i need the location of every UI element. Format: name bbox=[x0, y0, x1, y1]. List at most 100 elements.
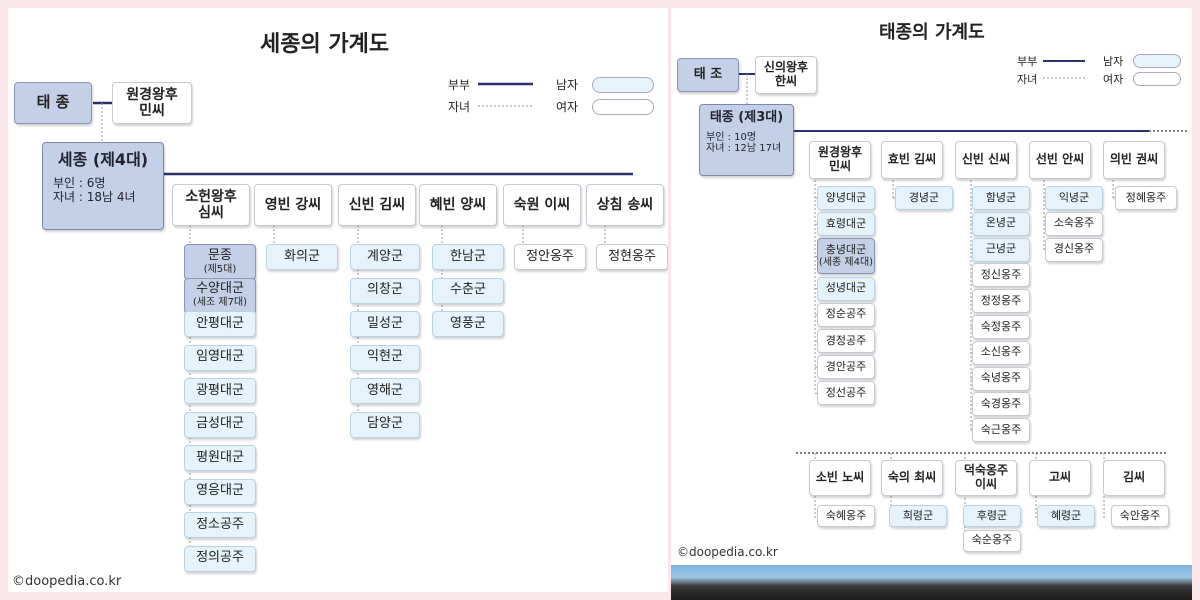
row2-child-0-0: 숙혜옹주 bbox=[817, 505, 875, 527]
wife-box-1: 영빈 강씨 bbox=[254, 184, 332, 226]
sejong-wives-count: 부인 : 6명 bbox=[53, 176, 106, 191]
sinbin-r-child-0: 함녕군 bbox=[972, 186, 1030, 210]
legend-female-swatch bbox=[592, 99, 654, 115]
wife-box-1-label: 영빈 강씨 bbox=[264, 196, 322, 213]
sinbin-child-2-label: 밀성군 bbox=[367, 315, 403, 331]
wife-box-0-label-0: 소헌왕후 bbox=[185, 188, 237, 205]
soheon-child-2-label: 안평대군 bbox=[196, 315, 244, 331]
sinbin-r-child-4: 정정옹주 bbox=[972, 289, 1030, 314]
sinbin-r-child-6: 소신옹주 bbox=[972, 340, 1030, 365]
taejong-wife-box-4: 의빈 권씨 bbox=[1103, 141, 1165, 179]
legend-child-line-right bbox=[1043, 77, 1085, 79]
legend-child-line bbox=[478, 105, 533, 107]
sinbin-child-1: 의창군 bbox=[350, 277, 420, 304]
sinbin-r-child-0-label: 함녕군 bbox=[985, 190, 1017, 204]
row2-child-2-1: 숙순옹주 bbox=[963, 529, 1021, 552]
wongyeong-surname: 민씨 bbox=[139, 103, 165, 119]
hyobin-child-0: 경녕군 bbox=[895, 186, 953, 210]
row2-child-2-1-label: 숙순옹주 bbox=[971, 533, 1013, 547]
sinbin-child-3-label: 익현군 bbox=[367, 349, 403, 365]
soheon-child-8-label: 정소공주 bbox=[196, 516, 244, 532]
sejong-family-tree-panel: 세종의 가계도 부부 자녀 남자 여자 태 종 원경왕후 민씨 세종 (제4대)… bbox=[8, 8, 668, 592]
wongyeong-child-4: 정순공주 bbox=[817, 302, 875, 327]
soheon-child-1-label-1: (세조 제7대) bbox=[192, 297, 248, 309]
hyebin-child-0-label: 한남군 bbox=[450, 248, 486, 264]
soheon-child-6-label: 평원대군 bbox=[196, 449, 244, 465]
legend-female-swatch-right bbox=[1133, 72, 1181, 86]
yeongbin-child-0-label: 화의군 bbox=[284, 248, 320, 264]
soheon-child-0-label-1: (제5대) bbox=[203, 263, 237, 275]
wongyeong-child-7: 정선공주 bbox=[817, 381, 875, 406]
wongyeong-child-2-label-0: 충녕대군 bbox=[825, 243, 867, 257]
sinui-surname: 한씨 bbox=[774, 74, 798, 88]
sinbin-child-4-label: 영해군 bbox=[367, 382, 403, 398]
legend-female-label: 여자 bbox=[556, 100, 579, 114]
wongyeong-child-5-label: 경정공주 bbox=[825, 333, 867, 347]
wongyeong-child-4-label: 정순공주 bbox=[825, 307, 867, 321]
wongyeong-child-5: 경정공주 bbox=[817, 329, 875, 353]
hyebin-child-1: 수춘군 bbox=[432, 277, 504, 304]
wongyeong-child-7-label: 정선공주 bbox=[825, 386, 867, 400]
sinbin-r-child-2: 근녕군 bbox=[972, 237, 1030, 262]
legend-male-label-right: 남자 bbox=[1103, 55, 1124, 68]
row2-child-3-0: 혜령군 bbox=[1037, 505, 1095, 527]
legend-male-label: 남자 bbox=[556, 78, 579, 92]
taejo-box: 태 조 bbox=[677, 58, 739, 92]
taejong-wives-count: 부인 : 10명 bbox=[706, 131, 757, 143]
sinbin-r-child-5: 숙정옹주 bbox=[972, 315, 1030, 339]
legend-female-label-right: 여자 bbox=[1103, 73, 1124, 86]
sinbin-r-child-9-label: 숙근옹주 bbox=[980, 422, 1022, 436]
page-title: 세종의 가계도 bbox=[260, 32, 390, 57]
soheon-child-9-label: 정의공주 bbox=[196, 550, 244, 566]
soheon-child-6: 평원대군 bbox=[184, 445, 256, 471]
sejong-box: 세종 (제4대) 부인 : 6명 자녀 : 18남 4녀 bbox=[42, 142, 164, 230]
wife-box-5: 상침 송씨 bbox=[586, 184, 664, 226]
sinbin-r-child-3: 정신옹주 bbox=[972, 263, 1030, 288]
credit-text: ©doopedia.co.kr bbox=[12, 574, 122, 589]
wongyeong-title: 원경왕후 bbox=[126, 86, 178, 103]
page-title-right: 태종의 가계도 bbox=[879, 22, 985, 43]
taejong-box-right: 태종 (제3대) 부인 : 10명 자녀 : 12남 17녀 bbox=[699, 104, 794, 176]
yeongbin-child-0: 화의군 bbox=[266, 244, 338, 270]
soheon-child-5: 금성대군 bbox=[184, 411, 256, 438]
wife-box-4: 숙원 이씨 bbox=[503, 184, 581, 226]
taejong-wife-box-3-label: 선빈 안씨 bbox=[1035, 152, 1085, 167]
taejong-wife-box-4-label: 의빈 권씨 bbox=[1109, 152, 1159, 167]
wife-box-2-label: 신빈 김씨 bbox=[348, 196, 406, 213]
sinbin-r-child-4-label: 정정옹주 bbox=[980, 293, 1022, 307]
sejong-tree-lines bbox=[93, 101, 633, 568]
sugwon-child-0: 정안옹주 bbox=[514, 244, 586, 270]
soheon-child-9: 정의공주 bbox=[184, 545, 256, 572]
hyebin-child-1-label: 수춘군 bbox=[450, 282, 486, 298]
row2-child-1-0: 희령군 bbox=[889, 505, 947, 527]
sinbin-r-child-7: 숙녕옹주 bbox=[972, 366, 1030, 391]
soheon-child-5-label: 금성대군 bbox=[196, 416, 244, 432]
soheon-child-0-label-0: 문종 bbox=[208, 247, 232, 263]
taejong-wife-box-2-label: 신빈 신씨 bbox=[961, 152, 1011, 167]
wongyeong-child-3: 성녕대군 bbox=[817, 276, 875, 301]
soheon-child-1-label-0: 수양대군 bbox=[196, 281, 244, 297]
uibin-child-0-label: 정혜옹주 bbox=[1125, 190, 1167, 204]
sinbin-child-5: 담양군 bbox=[350, 411, 420, 438]
soheon-child-4-label: 광평대군 bbox=[196, 382, 244, 398]
row2-child-4-0-label: 숙안옹주 bbox=[1119, 508, 1161, 522]
legend-spouse-line-right bbox=[1043, 60, 1085, 62]
row2-child-2-0-label: 후령군 bbox=[976, 508, 1008, 522]
wongyeong-box: 원경왕후 민씨 bbox=[112, 82, 192, 124]
wife-box-0-label-1: 심씨 bbox=[198, 205, 224, 221]
sinbin-r-child-3-label: 정신옹주 bbox=[980, 268, 1022, 282]
palace-roof-photo bbox=[671, 565, 1192, 600]
sangchim-child-0: 정현옹주 bbox=[596, 244, 668, 270]
legend-spouse-label: 부부 bbox=[448, 78, 471, 92]
taejong-family-tree-panel: 태종의 가계도 부부 자녀 남자 여자 태 조 신의왕후 한씨 태종 (제3대)… bbox=[671, 8, 1192, 592]
sinbin-r-child-1-label: 온녕군 bbox=[985, 216, 1017, 230]
sinui-box: 신의왕후 한씨 bbox=[755, 56, 817, 94]
legend-male-swatch-right bbox=[1133, 54, 1181, 68]
uibin-child-0: 정혜옹주 bbox=[1115, 186, 1177, 210]
wongyeong-child-0-label: 양녕대군 bbox=[825, 190, 867, 204]
legend-child-label: 자녀 bbox=[448, 100, 471, 114]
row2-child-2-0: 후령군 bbox=[963, 505, 1021, 527]
soheon-child-2: 안평대군 bbox=[184, 311, 256, 337]
sinbin-child-2: 밀성군 bbox=[350, 311, 420, 337]
